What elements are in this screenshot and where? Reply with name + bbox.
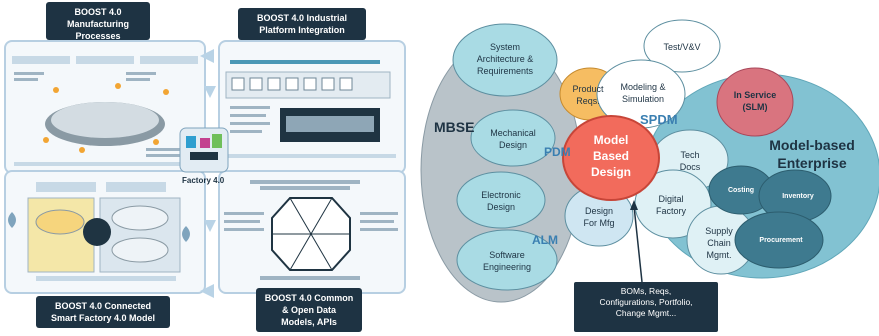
software-engineering-node	[456, 229, 558, 291]
callout-arrowhead-icon	[630, 200, 638, 210]
data-callout-box: BOMs, Reqs, Configurations, Portfolio, C…	[574, 282, 718, 332]
enterprise-label-line1: Model-based	[769, 137, 855, 153]
factory-model-illustration	[8, 182, 190, 281]
modeling-sim-label-2: Simulation	[622, 94, 664, 104]
mbse-label: MBSE	[434, 119, 474, 135]
design-mfg-label-1: Design	[585, 206, 613, 216]
costing-label: Costing	[728, 187, 754, 194]
mechanical-label-2: Design	[499, 140, 527, 150]
system-arch-label-1: System	[490, 42, 520, 52]
electronic-design-node	[456, 171, 546, 229]
left-arrow-icon	[200, 49, 214, 63]
software-label-2: Engineering	[483, 262, 531, 272]
enterprise-label-line2: Enterprise	[777, 155, 846, 171]
supply-chain-label-2: Chain	[707, 238, 731, 248]
open-data-models-tile	[218, 170, 406, 294]
enterprise-node-labels: Costing Inventory Procurement	[728, 187, 814, 244]
model-based-design-center	[562, 115, 660, 201]
system-architecture-node	[452, 23, 558, 97]
supply-chain-label-3: Mgmt.	[706, 250, 731, 260]
digital-factory-label-2: Factory	[656, 206, 687, 216]
in-service-label-1: In Service	[734, 90, 777, 100]
open-data-models-title: BOOST 4.0 Common & Open Data Models, API…	[256, 288, 362, 332]
center-label-line3: Design	[591, 165, 631, 179]
design-mfg-label-2: For Mfg	[583, 218, 614, 228]
node-labels: System Architecture & Requirements Test/…	[477, 42, 777, 272]
supply-chain-label-1: Supply	[705, 226, 733, 236]
pdm-label: PDM	[544, 145, 571, 159]
product-reqs-label-2: Reqs.	[576, 96, 600, 106]
manufacturing-processes-tile	[4, 40, 206, 174]
callout-line-1: BOMs, Reqs,	[620, 286, 672, 296]
factory-center-label: Factory 4.0	[182, 176, 225, 185]
process-wheel-illustration	[12, 56, 198, 166]
center-label-line2: Based	[593, 149, 629, 163]
alm-label: ALM	[532, 233, 558, 247]
system-arch-label-3: Requirements	[477, 66, 534, 76]
left-arrow-icon-lower	[200, 284, 214, 298]
digital-factory-label-1: Digital	[658, 194, 683, 204]
platform-pipeline-illustration	[225, 60, 396, 158]
electronic-label-1: Electronic	[481, 190, 521, 200]
product-reqs-label-1: Product	[572, 84, 604, 94]
modeling-sim-label-1: Modeling &	[620, 82, 665, 92]
software-label-1: Software	[489, 250, 525, 260]
down-arrow-icon	[204, 86, 216, 98]
in-service-label-2: (SLM)	[743, 102, 768, 112]
procurement-label: Procurement	[759, 237, 803, 244]
center-label-line1: Model	[594, 133, 629, 147]
inventory-label: Inventory	[782, 193, 814, 200]
tech-docs-label-2: Docs	[680, 162, 701, 172]
in-service-node	[716, 67, 794, 137]
test-vv-label: Test/V&V	[663, 42, 700, 52]
smart-factory-model-tile	[4, 170, 206, 294]
platform-integration-title: BOOST 4.0 Industrial Platform Integratio…	[238, 8, 366, 40]
test-vv-node	[643, 19, 721, 73]
callout-line-2: Configurations, Portfolio,	[599, 297, 693, 307]
callout-line-3: Change Mgmt...	[615, 308, 677, 318]
callout-arrow	[633, 205, 643, 283]
mechanical-design-node	[470, 109, 556, 167]
data-model-illustration	[224, 180, 398, 280]
down-arrow-icon-lower	[204, 220, 216, 232]
spdm-label: SPDM	[640, 112, 678, 127]
smart-factory-model-title: BOOST 4.0 Connected Smart Factory 4.0 Mo…	[36, 296, 170, 328]
mechanical-label-1: Mechanical	[490, 128, 536, 138]
system-arch-label-2: Architecture &	[477, 54, 534, 64]
tech-docs-label-1: Tech	[680, 150, 699, 160]
model-based-design-venn: MBSE PDM SPDM ALM Model-based Enterprise…	[420, 19, 879, 303]
procurement-node	[734, 211, 824, 269]
electronic-label-2: Design	[487, 202, 515, 212]
cycle-arrows	[179, 49, 229, 298]
manufacturing-processes-title: BOOST 4.0 Manufacturing Processes	[46, 2, 150, 41]
